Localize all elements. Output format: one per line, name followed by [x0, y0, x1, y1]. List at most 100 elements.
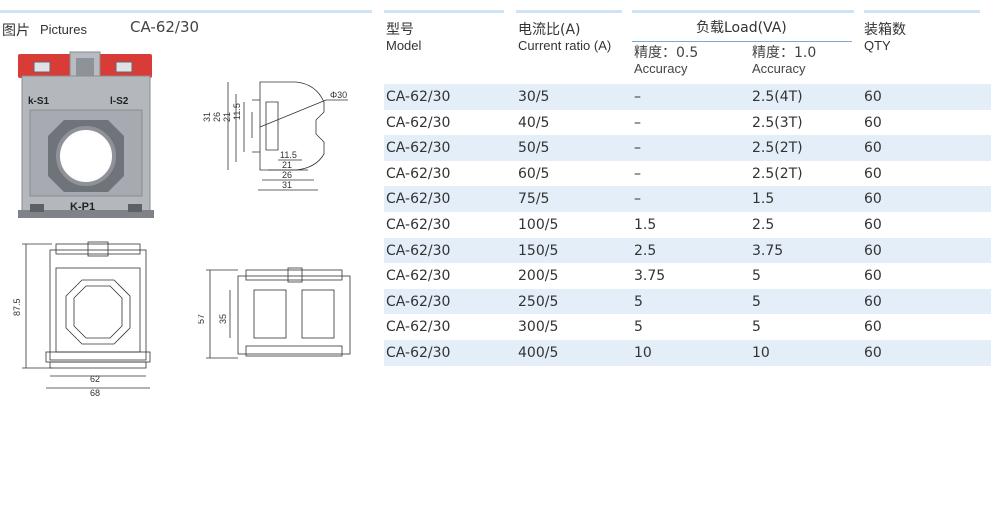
product-photo: k-S1 l-S2 K-P1 [18, 51, 154, 218]
dim-diameter: Φ30 [330, 90, 347, 100]
cell-acc05: – [634, 114, 641, 131]
header-ratio-cn: 电流比(A) [518, 22, 581, 38]
cell-ratio: 50/5 [518, 140, 550, 157]
terminal-s1-label: k-S1 [28, 96, 50, 107]
cell-acc10: 1.5 [752, 191, 775, 208]
cell-model: CA-62/30 [386, 114, 451, 131]
cell-qty: 60 [864, 114, 882, 131]
spec-table: 型号 Model 电流比(A) Current ratio (A) 负载Load… [384, 0, 991, 370]
cell-qty: 60 [864, 268, 882, 285]
cell-model: CA-62/30 [386, 89, 451, 105]
load-underline [632, 41, 852, 42]
cell-qty: 60 [864, 140, 882, 157]
cell-acc05: 10 [634, 344, 652, 361]
side-dimension-drawing: 31 26 21 11.5 Φ30 11.5 21 26 31 [202, 81, 348, 191]
dim-side-21: 21 [222, 112, 232, 122]
header-qty-cn: 装箱数 [864, 22, 906, 38]
header-divider [0, 10, 372, 13]
cell-qty: 60 [864, 344, 882, 361]
header-load: 负载Load(VA) [696, 20, 787, 36]
cell-model: CA-62/30 [386, 216, 451, 233]
cell-qty: 60 [864, 242, 882, 259]
cell-acc05: 5 [634, 293, 643, 310]
cell-qty: 60 [864, 165, 882, 182]
cell-qty: 60 [864, 191, 882, 208]
cell-model: CA-62/30 [386, 293, 451, 310]
dim-side-11-5: 11.5 [232, 103, 242, 120]
cell-acc10: 2.5(4T) [752, 89, 803, 105]
header-acc10: 精度：1.0 Accuracy [752, 46, 816, 77]
cell-ratio: 30/5 [518, 89, 550, 105]
col-divider [864, 10, 980, 13]
cell-acc10: 5 [752, 268, 761, 285]
cell-qty: 60 [864, 216, 882, 233]
cell-acc05: – [634, 165, 641, 182]
cell-ratio: 60/5 [518, 165, 550, 182]
cell-model: CA-62/30 [386, 319, 451, 336]
dim-rail-35: 35 [218, 314, 228, 324]
cell-ratio: 150/5 [518, 242, 559, 259]
cell-model: CA-62/30 [386, 191, 451, 208]
dim-side-31: 31 [202, 112, 212, 122]
pictures-header: 图片 Pictures CA-62/30 [0, 0, 372, 40]
cell-acc10: 2.5 [752, 216, 775, 233]
cell-acc10: 2.5(2T) [752, 165, 803, 182]
header-model-en: Model [386, 38, 422, 53]
terminal-s2-label: l-S2 [110, 96, 129, 107]
header-ratio: 电流比(A) Current ratio (A) [518, 22, 611, 54]
cell-acc05: 3.75 [634, 268, 666, 285]
cell-acc10: 5 [752, 319, 761, 336]
cell-ratio: 100/5 [518, 216, 559, 233]
dim-bottom-31: 31 [282, 180, 292, 190]
product-model: CA-62/30 [130, 18, 200, 36]
table-row: CA-62/30 100/5 1.5 2.5 60 [384, 212, 991, 238]
cell-model: CA-62/30 [386, 165, 451, 182]
col-divider [516, 10, 622, 13]
col-divider [384, 10, 504, 13]
table-row: CA-62/30 300/5 5 5 60 [384, 314, 991, 340]
dim-side-26: 26 [212, 112, 222, 122]
table-row: CA-62/30 40/5 – 2.5(3T) 60 [384, 110, 991, 136]
cell-ratio: 40/5 [518, 114, 550, 131]
cell-ratio: 300/5 [518, 319, 559, 336]
dim-bottom-26: 26 [282, 170, 292, 180]
cell-acc05: – [634, 89, 641, 105]
pictures-label-cn: 图片 [2, 23, 30, 39]
header-acc05-cn: 精度：0.5 [634, 45, 699, 61]
header-qty-en: QTY [864, 38, 891, 53]
cell-ratio: 400/5 [518, 344, 559, 361]
cell-acc05: 2.5 [634, 242, 657, 259]
front-dimension-drawing: 87.5 62 68 [12, 241, 151, 398]
table-row: CA-62/30 30/5 – 2.5(4T) 60 [384, 84, 991, 110]
cell-acc05: 1.5 [634, 216, 657, 233]
table-row: CA-62/30 75/5 – 1.5 60 [384, 186, 991, 212]
cell-acc05: – [634, 191, 641, 208]
col-divider [632, 10, 854, 13]
cell-qty: 60 [864, 319, 882, 336]
cell-model: CA-62/30 [386, 140, 451, 157]
dim-rail-57: 57 [198, 314, 206, 324]
cell-ratio: 75/5 [518, 191, 550, 208]
cell-qty: 60 [864, 89, 882, 105]
dim-bottom-11-5: 11.5 [280, 150, 297, 160]
header-model: 型号 Model [386, 22, 421, 54]
cell-acc10: 2.5(3T) [752, 114, 803, 131]
cell-acc10: 10 [752, 344, 770, 361]
cell-ratio: 200/5 [518, 268, 559, 285]
dim-width-inner: 62 [90, 374, 100, 384]
dim-width-outer: 68 [90, 388, 100, 398]
header-qty: 装箱数 QTY [864, 22, 906, 54]
cell-ratio: 250/5 [518, 293, 559, 310]
rail-dimension-drawing: 57 35 [198, 267, 351, 359]
cell-acc05: – [634, 140, 641, 157]
cell-acc05: 5 [634, 319, 643, 336]
cell-qty: 60 [864, 293, 882, 310]
header-acc10-en: Accuracy [752, 61, 806, 76]
pictures-label-en: Pictures [40, 22, 87, 37]
header-acc05-en: Accuracy [634, 61, 688, 76]
